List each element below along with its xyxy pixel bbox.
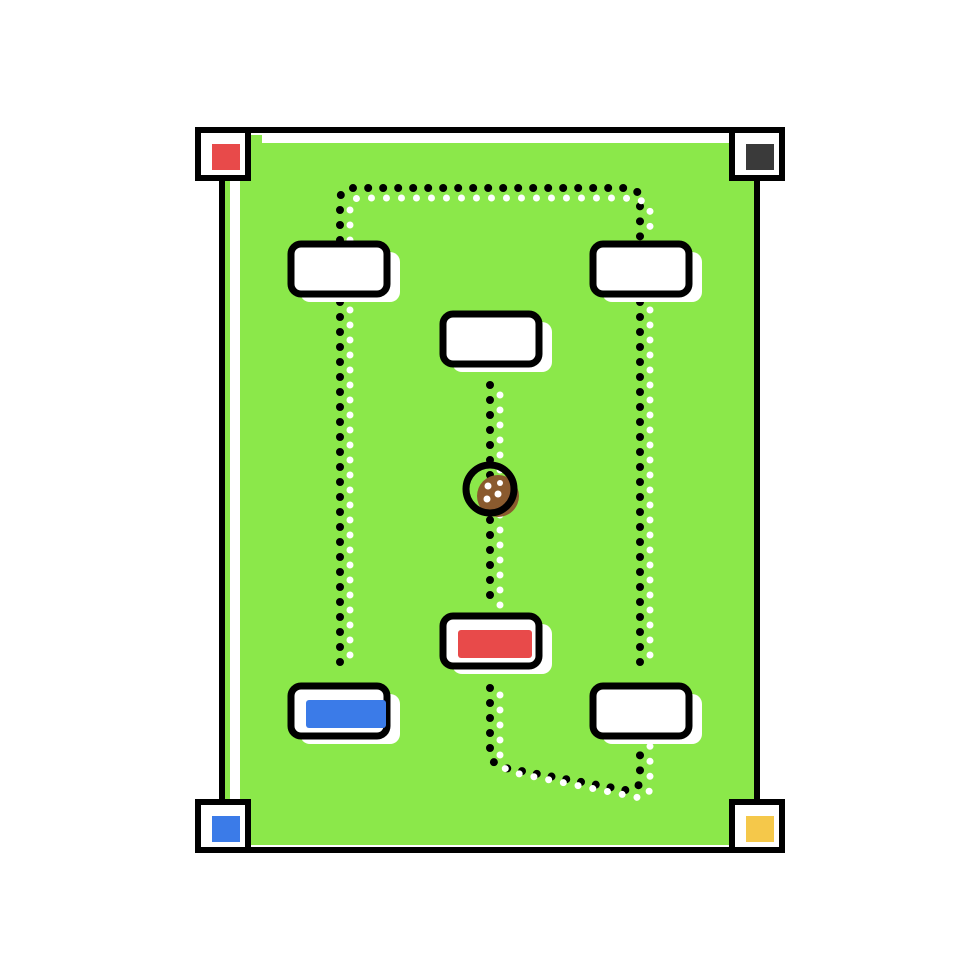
path-top-arc-dark <box>336 184 644 244</box>
corner-top-left <box>195 127 251 181</box>
player-red <box>439 612 552 674</box>
path-bottom-light <box>496 691 654 801</box>
player-top-left <box>287 240 400 302</box>
path-bottom-dark <box>486 684 644 795</box>
board-frame <box>219 127 760 853</box>
corner-top-right <box>729 127 785 181</box>
player-bottom-right <box>589 682 702 744</box>
player-middle <box>439 310 552 372</box>
field-highlight-top <box>262 135 732 143</box>
field-highlight-left <box>230 180 240 810</box>
ball-icon <box>462 461 519 517</box>
player-top-right <box>589 240 702 302</box>
player-blue <box>287 682 400 744</box>
corner-bottom-right <box>729 799 785 853</box>
corner-bottom-left <box>195 799 251 853</box>
path-top-arc-light <box>346 194 654 244</box>
